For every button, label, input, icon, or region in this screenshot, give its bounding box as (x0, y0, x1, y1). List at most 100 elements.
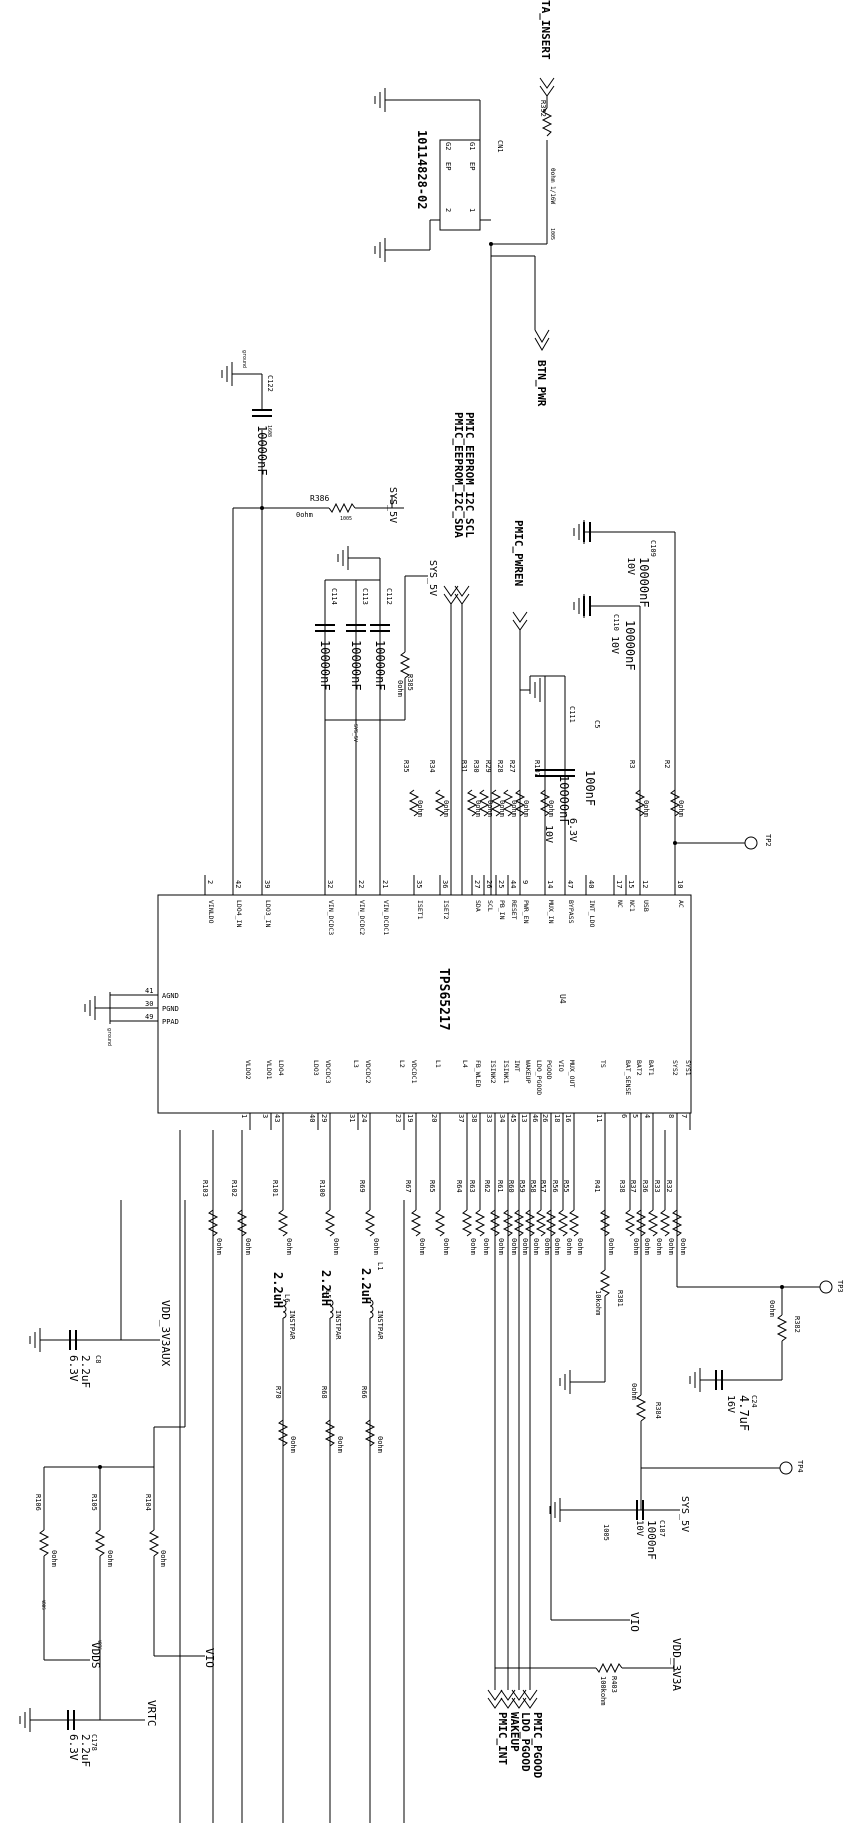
pin-number: 33 (485, 1114, 493, 1122)
pin-name: VDCDC2 (364, 1060, 372, 1084)
r384-value: 0ohm (630, 1383, 638, 1400)
resistor-ref: R37 (629, 1180, 637, 1193)
pin-number: 1 (240, 1114, 248, 1118)
c122-value: 10000nF (255, 425, 269, 476)
net-btn-pwr: BTN_PWR (535, 360, 548, 407)
c24-ref: C24 (750, 1395, 758, 1408)
resistor-symbol (557, 1209, 569, 1237)
resistor-ref: R41 (593, 1180, 601, 1193)
pin-name: L1 (434, 1060, 442, 1068)
vrtc-small-label: VRTC (97, 1640, 102, 1650)
c110-ref: C110 (612, 614, 620, 631)
c178-ref: C178 (90, 1734, 98, 1751)
svg-text:INSTPAR: INSTPAR (288, 1310, 296, 1340)
pin-name: LDO4 (277, 1060, 285, 1076)
pin-number: 32 (326, 880, 334, 888)
pin-number: 47 (566, 880, 574, 888)
resistor-symbol (474, 1209, 486, 1237)
ground-icon (19, 1707, 31, 1733)
r382-value: 0ohm (768, 1300, 776, 1317)
resistor-value: 0ohm (565, 1238, 573, 1255)
resistor-ref: R58 (529, 1180, 537, 1193)
resistor-ref: R2 (663, 760, 671, 768)
pin-name: SCL (486, 900, 494, 912)
pin-number: 15 (627, 880, 635, 888)
net-vdd3v3aux: VDD_3V3AUX (159, 1300, 172, 1367)
resistor-symbol (434, 789, 446, 817)
pin-name: SYS1 (684, 1060, 692, 1076)
net-pmic-pgood: PMIC_PGOOD (531, 1712, 544, 1779)
r70-value: 0ohm (289, 1436, 297, 1453)
c109-volt: 10V (625, 557, 636, 575)
cn1-ref: CN1 (496, 140, 504, 153)
pin-name: PWR_EN (522, 900, 530, 924)
svg-text:2.2uH: 2.2uH (359, 1268, 373, 1304)
pin-name: NC (616, 900, 624, 908)
tp3-label: TP3 (836, 1280, 844, 1293)
resistor-value: 0ohm (510, 1238, 518, 1255)
cn1-ep1: EP (468, 162, 476, 170)
tp2-testpoint (744, 836, 758, 850)
pin-number: 8 (667, 1114, 675, 1118)
net-pmic-scl: PMIC_EEPROM_I2C_SCL (463, 412, 476, 538)
pin-name: SYS2 (671, 1060, 679, 1076)
resistor-value: 0ohm (553, 1238, 561, 1255)
pin-name: MUX_IN (547, 900, 555, 924)
resistor-ref: R101 (271, 1180, 279, 1197)
r105-value: 0ohm (106, 1550, 114, 1567)
tp4-label: TP4 (796, 1460, 804, 1473)
net-vdd3v3a: VDD_3V3A (670, 1638, 683, 1691)
net-pmic-int: PMIC_INT (496, 1712, 509, 1765)
ground-icon (221, 361, 233, 387)
pin-number: 19 (406, 1114, 414, 1122)
btn-pwr-arrow-icon (534, 329, 550, 351)
resistor-value: 0ohm (607, 1238, 615, 1255)
c114-value: 10000nF (318, 640, 332, 691)
resistor-symbol (502, 789, 514, 817)
pin-number: 7 (680, 1114, 688, 1118)
pin-name: L3 (352, 1060, 360, 1068)
resistor-symbol (568, 1209, 580, 1237)
ground-icon (84, 995, 96, 1021)
resistor-ref: R63 (468, 1180, 476, 1193)
resistor-ref: R32 (665, 1180, 673, 1193)
resistor-ref: R3 (628, 760, 636, 768)
c24-volt: 16V (725, 1395, 736, 1413)
pmic-pgood-arrow-icon (522, 1689, 538, 1709)
resistor-symbol (277, 1209, 289, 1237)
c110-volt: 10V (609, 636, 620, 654)
pin-number: 4 (643, 1114, 651, 1118)
r381-ref: R381 (616, 1290, 624, 1307)
lower-resistors: R320ohmR330ohmR360ohmR370ohmR380ohmR410o… (201, 1130, 687, 1255)
ground-icon (573, 593, 585, 619)
resistor-ref: R36 (641, 1180, 649, 1193)
pin-name: AGND (162, 992, 179, 1000)
resistor-value: 0ohm (498, 800, 506, 817)
pin-number: 5 (631, 1114, 639, 1118)
resistor-value: 0ohm (285, 1238, 293, 1255)
pin-name: VLDO1 (265, 1060, 273, 1080)
net-ta-insert: TA_INSERT (539, 0, 552, 60)
resistor-ref: R56 (551, 1180, 559, 1193)
c111-value: 10000nF (557, 775, 571, 826)
pin-number: 45 (509, 1114, 517, 1122)
pin-name: VIN_DCDC2 (358, 900, 366, 935)
resistor-ref: R103 (201, 1180, 209, 1197)
resistor-value: 0ohm (655, 1238, 663, 1255)
pin-number: 23 (394, 1114, 402, 1122)
resistor-ref: R28 (496, 760, 504, 773)
resistor-symbol (490, 789, 502, 817)
c110-value: 10000nF (623, 620, 637, 671)
ground-icon (689, 1367, 701, 1393)
r381-value: 10kohm (594, 1290, 602, 1315)
resistor-value: 0ohm (521, 1238, 529, 1255)
c111-ref: C111 (568, 706, 576, 723)
pin-number: 44 (509, 880, 517, 888)
pin-number: 22 (357, 880, 365, 888)
resistor-symbol (535, 1209, 547, 1237)
pin-number: 25 (497, 880, 505, 888)
resistor-ref: R107 (533, 760, 541, 777)
inductor-l1: L1 2.2uH INSTPAR (359, 1262, 384, 1340)
resistor-value: 0ohm (215, 1238, 223, 1255)
